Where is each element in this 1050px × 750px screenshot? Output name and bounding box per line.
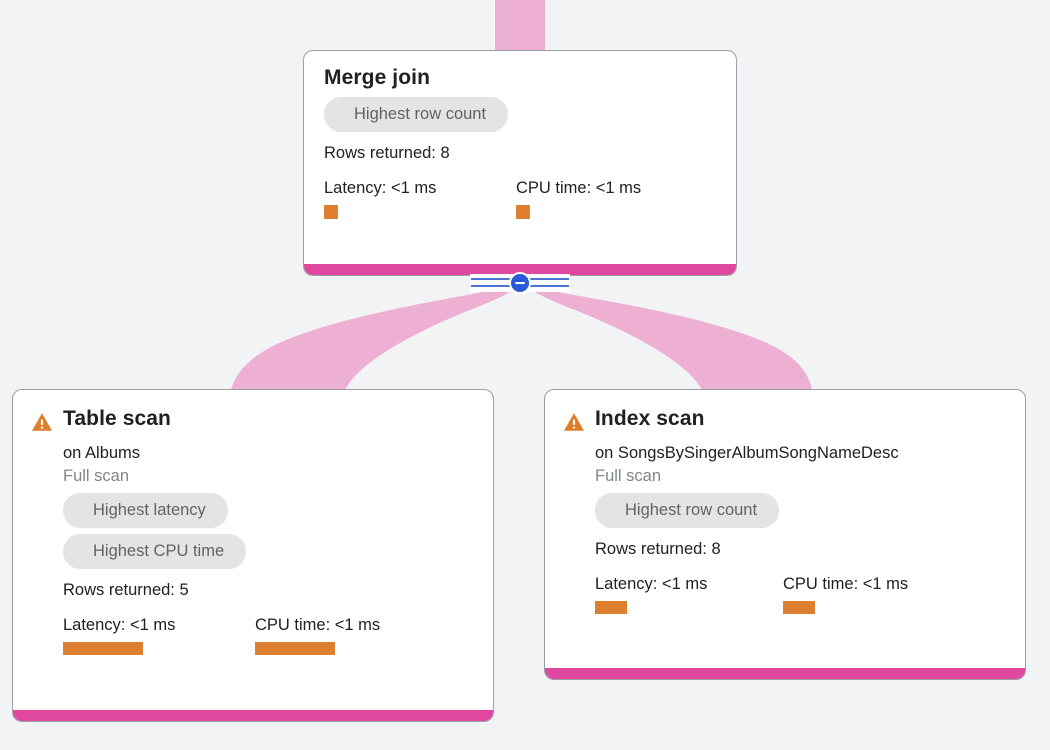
metric-cpu-time-label: CPU time: <1 ms <box>783 575 909 593</box>
node-body: Merge join Highest row count Rows return… <box>304 51 736 264</box>
edge-merge-to-table <box>231 286 516 390</box>
node-metrics: Latency: <1 ms CPU time: <1 ms <box>324 178 716 219</box>
node-header: Merge join <box>324 65 716 91</box>
metric-latency: Latency: <1 ms <box>324 178 516 219</box>
node-chip-list: Highest row count <box>324 97 716 138</box>
plan-node-table-scan[interactable]: Table scan on Albums Full scan Highest l… <box>12 389 494 722</box>
node-body: Index scan on SongsBySingerAlbumSongName… <box>545 390 1025 668</box>
node-header: Table scan on Albums Full scan Highest l… <box>31 406 475 655</box>
minus-circle-icon[interactable] <box>509 272 531 294</box>
node-metrics: Latency: <1 ms CPU time: <1 ms <box>63 615 475 655</box>
metric-cpu-time: CPU time: <1 ms <box>255 615 380 655</box>
chip-highest-cpu-time: Highest CPU time <box>63 534 247 569</box>
node-title: Table scan <box>63 407 171 430</box>
edge-top-in <box>495 0 545 52</box>
metric-latency: Latency: <1 ms <box>63 615 255 655</box>
node-accent-bar <box>304 264 736 275</box>
metric-latency-label: Latency: <1 ms <box>324 179 437 197</box>
metric-latency-bar <box>63 642 143 655</box>
node-subtitle: on SongsBySingerAlbumSongNameDesc <box>595 444 899 462</box>
node-title: Index scan <box>595 407 705 430</box>
edge-merge-to-index <box>528 286 812 390</box>
node-body: Table scan on Albums Full scan Highest l… <box>13 390 493 710</box>
node-title: Merge join <box>324 66 431 89</box>
metric-cpu-time-bar <box>255 642 335 655</box>
node-chip-list: Highest latency Highest CPU time <box>63 493 475 575</box>
metric-latency-bar <box>595 601 627 614</box>
collapse-control[interactable] <box>470 272 570 294</box>
metric-cpu-time-bar <box>516 205 530 219</box>
metric-cpu-time-label: CPU time: <1 ms <box>255 616 381 634</box>
node-accent-bar <box>13 710 493 721</box>
warning-triangle-icon <box>32 413 52 431</box>
metric-cpu-time-label: CPU time: <1 ms <box>516 179 642 197</box>
metric-latency-bar <box>324 205 338 219</box>
plan-node-merge-join[interactable]: Merge join Highest row count Rows return… <box>303 50 737 276</box>
node-header: Index scan on SongsBySingerAlbumSongName… <box>563 406 1007 614</box>
node-subnote: Full scan <box>63 467 130 485</box>
metric-cpu-time-bar <box>783 601 815 614</box>
node-header-text: Table scan on Albums Full scan Highest l… <box>63 406 475 655</box>
metric-latency-label: Latency: <1 ms <box>63 616 176 634</box>
metric-latency-label: Latency: <1 ms <box>595 575 708 593</box>
chip-highest-row-count: Highest row count <box>595 493 780 528</box>
plan-node-index-scan[interactable]: Index scan on SongsBySingerAlbumSongName… <box>544 389 1026 680</box>
node-rows-returned: Rows returned: 8 <box>595 540 721 558</box>
node-header-text: Merge join <box>324 65 716 91</box>
metric-latency: Latency: <1 ms <box>595 574 783 614</box>
node-metrics: Latency: <1 ms CPU time: <1 ms <box>595 574 1007 614</box>
node-accent-bar <box>545 668 1025 679</box>
chip-highest-latency: Highest latency <box>63 493 228 528</box>
warning-triangle-icon <box>564 413 584 431</box>
chip-highest-row-count: Highest row count <box>324 97 509 132</box>
node-header-text: Index scan on SongsBySingerAlbumSongName… <box>595 406 1007 614</box>
node-subnote: Full scan <box>595 467 662 485</box>
metric-cpu-time: CPU time: <1 ms <box>516 178 641 219</box>
node-rows-returned: Rows returned: 8 <box>324 144 450 162</box>
metric-cpu-time: CPU time: <1 ms <box>783 574 908 614</box>
node-rows-returned: Rows returned: 5 <box>63 581 189 599</box>
node-subtitle: on Albums <box>63 444 141 462</box>
node-chip-list: Highest row count <box>595 493 1007 534</box>
